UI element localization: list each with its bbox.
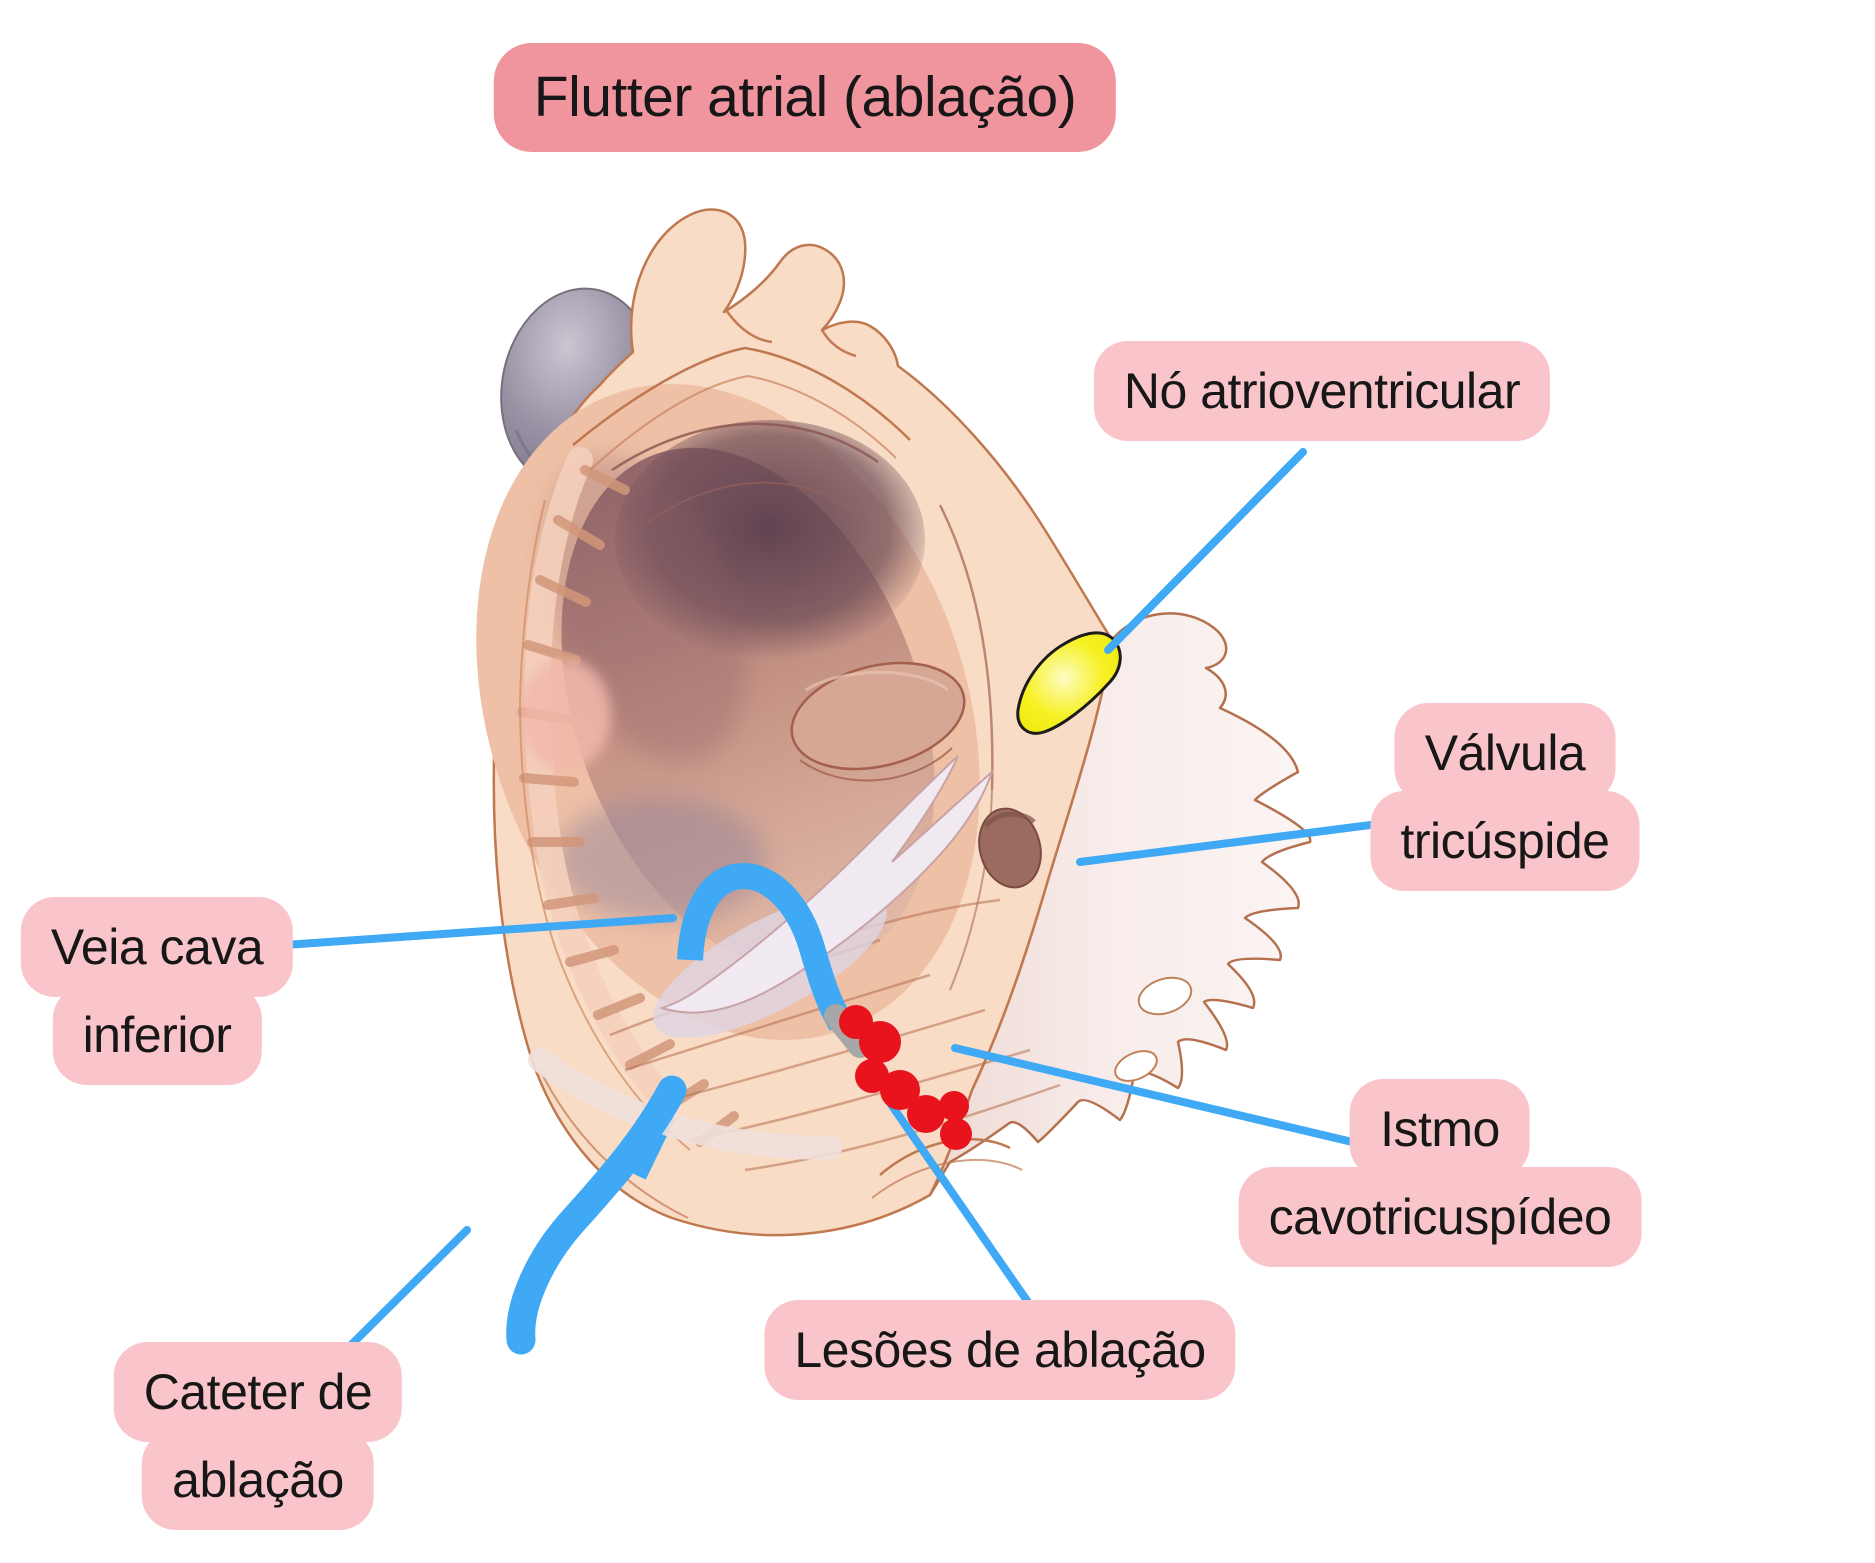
label-cavotricuspid-isthmus-line1: Istmo [1350, 1079, 1530, 1179]
label-inferior-vena-cava-line2: inferior [52, 985, 262, 1085]
leader-line-tricuspid-valve [1076, 816, 1414, 866]
leader-line-cavotricuspid-isthmus [951, 1044, 1369, 1149]
fossa-ovalis [790, 661, 966, 782]
diagram-title-text: Flutter atrial (ablação) [493, 43, 1117, 152]
label-inferior-vena-cava: Veia cava inferior [20, 897, 294, 1085]
leader-line-ablation-lesions [884, 1096, 1034, 1309]
label-tricuspid-valve-line1: Válvula [1394, 703, 1616, 803]
label-cavotricuspid-isthmus: Istmo cavotricuspídeo [1238, 1079, 1642, 1267]
leader-line-ablation-catheter [342, 1226, 471, 1354]
catheter-hook [677, 863, 853, 1031]
diagram-title: Flutter atrial (ablação) [493, 43, 1117, 152]
label-ablation-catheter: Cateter de ablação [113, 1342, 403, 1530]
catheter-external-tube [506, 1075, 687, 1355]
label-tricuspid-valve-line2: tricúspide [1370, 791, 1640, 891]
label-av-node-text: Nó atrioventricular [1093, 341, 1551, 441]
label-av-node: Nó atrioventricular [1093, 341, 1551, 441]
label-ablation-catheter-line1: Cateter de [113, 1342, 403, 1442]
leader-line-av-node [1104, 448, 1307, 654]
label-tricuspid-valve: Válvula tricúspide [1370, 703, 1640, 891]
ablation-lesions [839, 1005, 972, 1150]
lower-valve-band [528, 1048, 842, 1160]
label-ablation-lesions: Lesões de ablação [764, 1300, 1236, 1400]
leader-lines [281, 448, 1414, 1354]
leader-line-inferior-vena-cava [281, 914, 677, 949]
av-node [1016, 631, 1122, 735]
label-ablation-lesions-text: Lesões de ablação [764, 1300, 1236, 1400]
label-cavotricuspid-isthmus-line2: cavotricuspídeo [1238, 1167, 1642, 1267]
label-inferior-vena-cava-line1: Veia cava [20, 897, 294, 997]
label-ablation-catheter-line2: ablação [142, 1430, 374, 1530]
coronary-sinus-ostium [978, 807, 1042, 889]
